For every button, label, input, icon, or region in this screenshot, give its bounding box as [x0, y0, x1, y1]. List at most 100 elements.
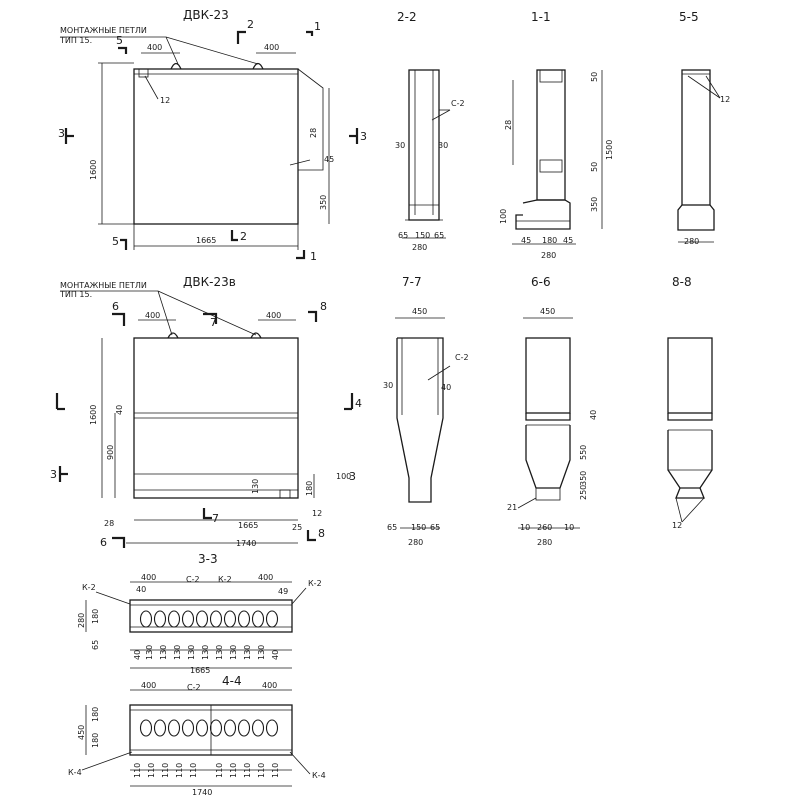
dim-110: 110	[147, 763, 156, 778]
dim-65: 65	[398, 231, 408, 240]
dim-400: 400	[266, 311, 281, 320]
section-3-3-title: 3-3	[198, 552, 218, 566]
montazh-label-1b: ТИП 15.	[59, 36, 92, 45]
dim-30: 30	[383, 381, 393, 390]
dim-260: 260	[537, 523, 552, 532]
dim-180: 180	[91, 609, 100, 624]
section-3-3: 3-3 400 400 40 49 С-2 К-2 К-2 К-2 280 18…	[77, 552, 322, 675]
dim-10: 10	[520, 523, 530, 532]
cut-mark-3: 3	[50, 468, 57, 481]
dim-1600: 1600	[89, 160, 98, 180]
dim-30: 30	[395, 141, 405, 150]
tag-c2: С-2	[187, 683, 201, 692]
hole-row-4-4	[139, 719, 279, 737]
dvk23v-title: ДВК-23в	[183, 275, 236, 289]
dvk23-elevation: ДВК-23 МОНТАЖНЫЕ ПЕТЛИ ТИП 15. 12 400 40…	[58, 8, 367, 263]
dim-280: 280	[684, 237, 699, 246]
section-5-5-title: 5-5	[679, 10, 699, 24]
dim-400: 400	[145, 311, 160, 320]
dim-40: 40	[589, 410, 598, 420]
dim-110: 110	[189, 763, 198, 778]
dim-280: 280	[537, 538, 552, 547]
dim-180: 180	[91, 707, 100, 722]
dim-110: 110	[257, 763, 266, 778]
dim-400: 400	[264, 43, 279, 52]
montazh-label-2b: ТИП 15.	[59, 290, 92, 299]
tick-dims-3-3: 40 130 130 130 130 130 130 130 130 130 4…	[130, 645, 292, 675]
dim-10: 10	[564, 523, 574, 532]
cut-mark-6: 6	[112, 300, 119, 313]
dim-280: 280	[412, 243, 427, 252]
dim-1740: 1740	[236, 539, 256, 548]
tag-c2: С-2	[186, 575, 200, 584]
dim-110: 110	[161, 763, 170, 778]
dim-1665: 1665	[238, 521, 258, 530]
dim-400: 400	[141, 681, 156, 690]
cut-mark-2: 2	[240, 230, 247, 243]
cut-mark-4: 4	[355, 397, 362, 410]
dim-110: 110	[271, 763, 280, 778]
dim-45: 45	[324, 155, 334, 164]
tag-k2: К-2	[82, 583, 96, 592]
tag-12: 12	[672, 521, 682, 530]
tag-12: 12	[160, 96, 170, 105]
dim-110: 110	[133, 763, 142, 778]
dim-110: 110	[229, 763, 238, 778]
lifting-loop	[167, 332, 179, 339]
dim-65: 65	[387, 523, 397, 532]
cut-mark-8: 8	[320, 300, 327, 313]
tick-dims-4-4: 110 110 110 110 110 110 110 110 110 110 …	[130, 763, 292, 797]
dim-40: 40	[271, 650, 280, 660]
dim-130: 130	[145, 645, 154, 660]
dim-40: 40	[441, 383, 451, 392]
dim-350: 350	[590, 197, 599, 212]
dim-400: 400	[258, 573, 273, 582]
dim-400: 400	[147, 43, 162, 52]
dim-25: 25	[292, 523, 302, 532]
dim-65: 65	[91, 640, 100, 650]
dim-30: 30	[438, 141, 448, 150]
lifting-loop	[170, 62, 182, 70]
dvk23-panel	[133, 68, 299, 225]
dvk23-title: ДВК-23	[183, 8, 229, 22]
cut-mark-3: 3	[360, 130, 367, 143]
dim-100: 100	[336, 472, 351, 481]
dim-130: 130	[251, 479, 260, 494]
dim-350: 350	[319, 195, 328, 210]
dim-450: 450	[77, 725, 86, 740]
dim-130: 130	[201, 645, 210, 660]
cut-mark-7: 7	[210, 316, 217, 329]
dim-130: 130	[187, 645, 196, 660]
dim-1740: 1740	[192, 788, 212, 797]
lifting-loop	[252, 62, 264, 70]
lifting-loop	[250, 332, 262, 339]
cut-mark-3: 3	[58, 127, 65, 140]
dim-110: 110	[215, 763, 224, 778]
dim-180: 180	[305, 481, 314, 496]
hole-row-3-3	[139, 610, 279, 628]
dim-350: 350	[579, 471, 588, 486]
dim-180: 180	[542, 236, 557, 245]
dim-28: 28	[309, 128, 318, 138]
dim-450: 450	[540, 307, 555, 316]
dim-49: 49	[278, 587, 288, 596]
dim-150: 150	[411, 523, 426, 532]
tag-k4: К-4	[312, 771, 326, 780]
tag-c2: С-2	[451, 99, 465, 108]
montazh-label-1a: МОНТАЖНЫЕ ПЕТЛИ	[60, 26, 147, 35]
dim-280: 280	[541, 251, 556, 260]
dim-1600: 1600	[89, 405, 98, 425]
dim-50: 50	[590, 72, 599, 82]
section-7-7: 7-7 450 С-2 30 40 65 150 65 280	[383, 275, 469, 547]
dim-1500: 1500	[605, 140, 614, 160]
dim-40: 40	[133, 650, 142, 660]
cut-mark-7: 7	[212, 512, 219, 525]
dim-280: 280	[77, 613, 86, 628]
section-1-1: 1-1 28 50 1500 50 350 100 45 180 45 280	[499, 10, 614, 260]
tag-12: 12	[312, 509, 322, 518]
dim-100: 100	[499, 209, 508, 224]
dvk23v-elevation: ДВК-23в МОНТАЖНЫЕ ПЕТЛИ ТИП 15. 400 400 …	[50, 275, 362, 549]
dim-110: 110	[175, 763, 184, 778]
dim-50: 50	[590, 162, 599, 172]
